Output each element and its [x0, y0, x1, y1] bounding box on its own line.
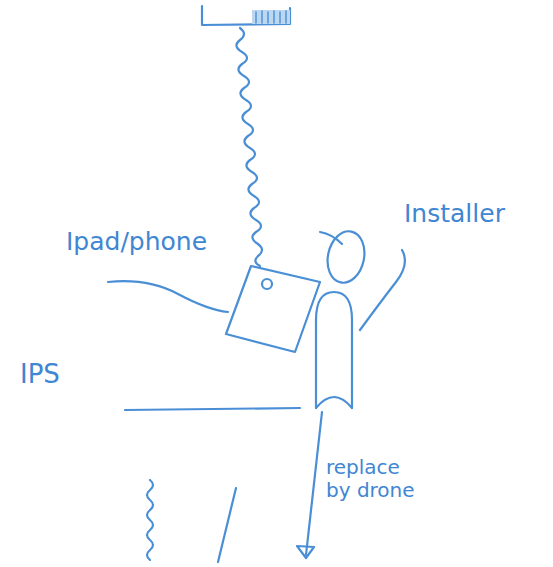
signal-wave: [236, 28, 262, 266]
sketch-label: Installer: [404, 200, 549, 229]
sketch-label: IPS: [20, 360, 100, 390]
sketch-label: replace by drone: [326, 456, 426, 502]
installer-figure: [316, 228, 369, 408]
ceiling-mount: [202, 6, 290, 25]
sketch-label: Ipad/phone: [66, 228, 236, 257]
leader-line: [360, 250, 405, 330]
leader-line: [125, 408, 300, 410]
signal-wave: [147, 480, 153, 560]
leader-line: [108, 281, 228, 312]
sketch-line: [218, 488, 236, 562]
replace-arrow: [297, 412, 322, 558]
tablet-device: [226, 266, 320, 352]
